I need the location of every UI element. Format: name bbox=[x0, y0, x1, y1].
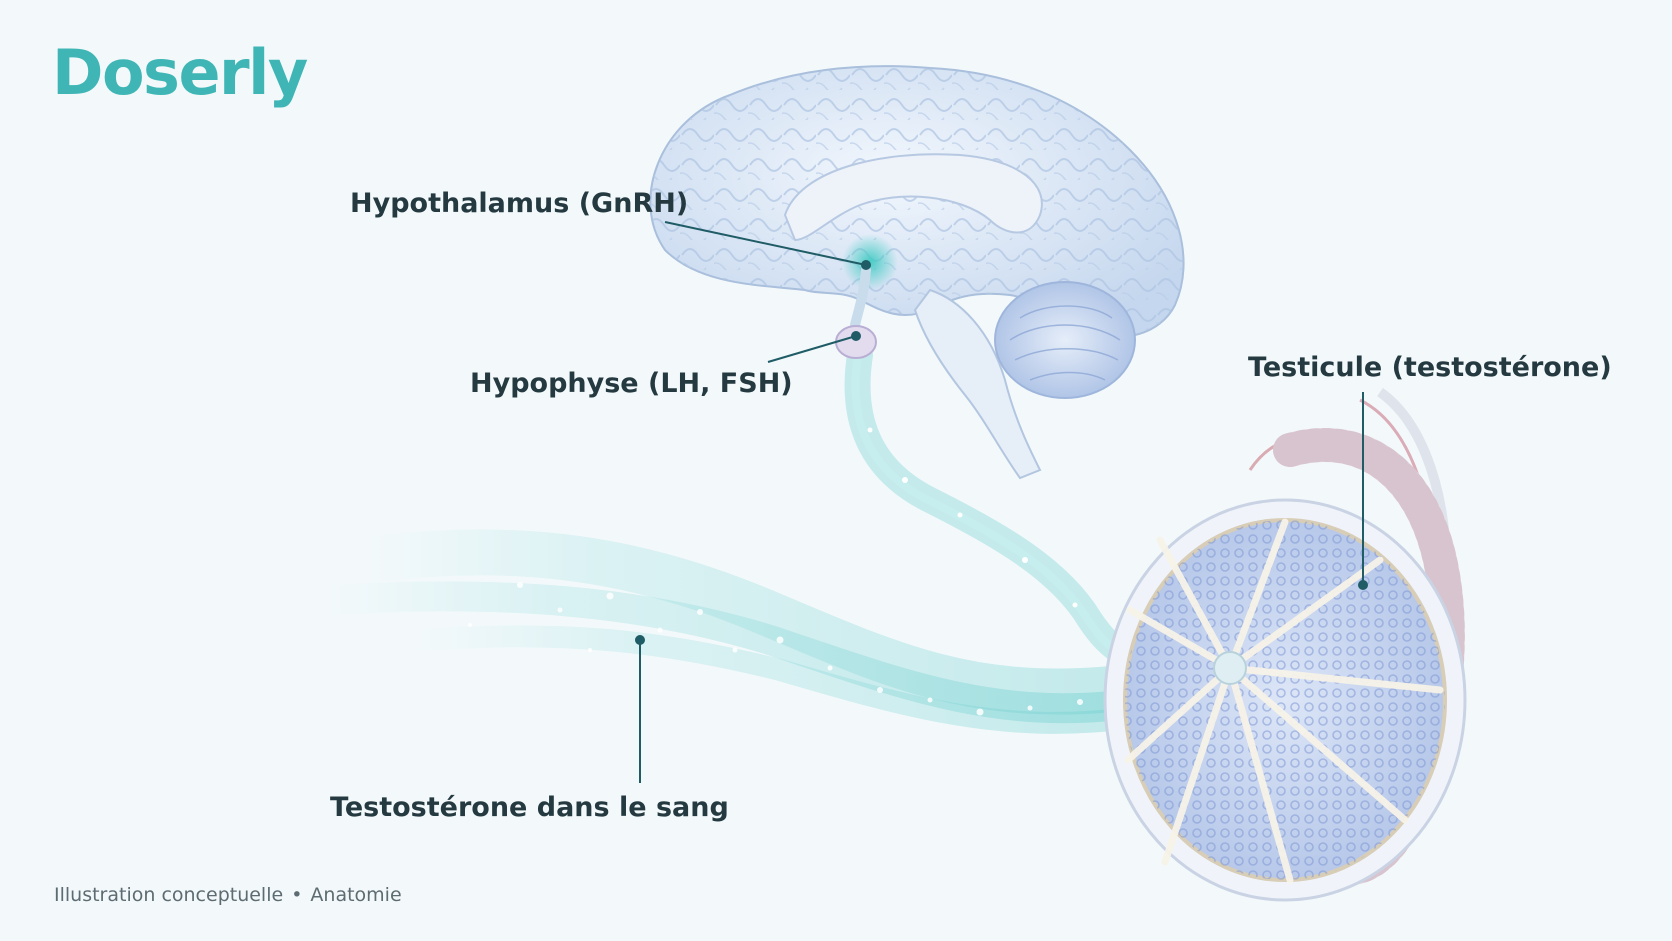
leader-lines bbox=[639, 221, 1364, 783]
label-hypophyse: Hypophyse (LH, FSH) bbox=[470, 368, 793, 399]
footer-caption: Illustration conceptuelle • Anatomie bbox=[54, 884, 402, 906]
marker-testicule bbox=[1358, 580, 1368, 590]
leader-line-hypophyse bbox=[767, 335, 857, 363]
blood-flow bbox=[315, 529, 1243, 734]
footer-caption-right: Anatomie bbox=[310, 884, 402, 906]
marker-blood bbox=[635, 635, 645, 645]
footer-separator: • bbox=[291, 884, 303, 906]
marker-hypothalamus bbox=[861, 260, 871, 270]
footer-caption-left: Illustration conceptuelle bbox=[54, 884, 284, 906]
label-testicule: Testicule (testostérone) bbox=[1248, 352, 1612, 383]
leader-line-hypothalamus bbox=[664, 221, 867, 266]
testis-illustration bbox=[1103, 387, 1467, 902]
brain-illustration bbox=[649, 65, 1185, 480]
marker-hypophyse bbox=[851, 331, 861, 341]
brand-logo: Doserly bbox=[52, 36, 308, 109]
label-hypothalamus: Hypothalamus (GnRH) bbox=[350, 188, 689, 219]
label-blood-testosterone: Testostérone dans le sang bbox=[330, 792, 729, 823]
